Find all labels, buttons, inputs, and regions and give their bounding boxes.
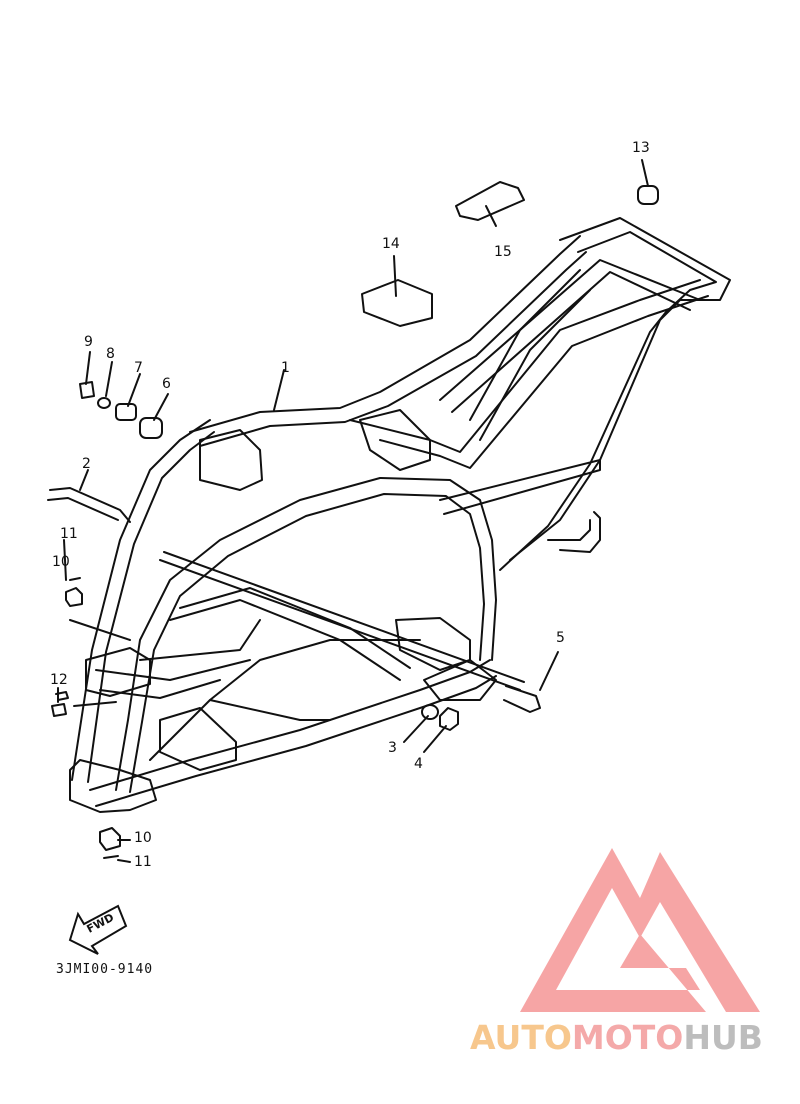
- callout-3: 3: [388, 740, 397, 756]
- callout-10-upper: 10: [52, 554, 70, 570]
- watermark-logo: [520, 848, 760, 1012]
- callout-7: 7: [134, 360, 143, 376]
- watermark-word-auto: AUTO: [470, 1018, 572, 1057]
- callout-4: 4: [414, 756, 423, 772]
- callout-6: 6: [162, 376, 171, 392]
- top-tube-right: [349, 279, 701, 453]
- callout-9: 9: [84, 334, 93, 350]
- callout-10-lower: 10: [134, 830, 152, 846]
- bottom-rail: [89, 659, 491, 791]
- fwd-arrow-icon: [68, 904, 128, 955]
- callout-12: 12: [50, 672, 68, 688]
- callout-11-upper: 11: [60, 526, 78, 542]
- callout-2: 2: [82, 456, 91, 472]
- top-tube-left: [189, 235, 581, 433]
- callout-5: 5: [556, 630, 565, 646]
- callout-1: 1: [281, 360, 290, 376]
- callout-8: 8: [106, 346, 115, 362]
- front-downtube-right: [115, 477, 497, 791]
- front-downtube-left: [71, 419, 211, 781]
- callout-15: 15: [494, 244, 512, 260]
- part-code: 3JMI00-9140: [56, 962, 154, 977]
- fwd-label-holder: FWD: [85, 911, 117, 936]
- fwd-label: FWD: [85, 911, 117, 936]
- callout-14: 14: [382, 236, 400, 252]
- callout-13: 13: [632, 140, 650, 156]
- watermark-word-moto: MOTO: [571, 1018, 684, 1057]
- watermark-text: AUTOMOTOHUB: [470, 1018, 763, 1057]
- callout-11-lower: 11: [134, 854, 152, 870]
- watermark-word-hub: HUB: [683, 1018, 763, 1057]
